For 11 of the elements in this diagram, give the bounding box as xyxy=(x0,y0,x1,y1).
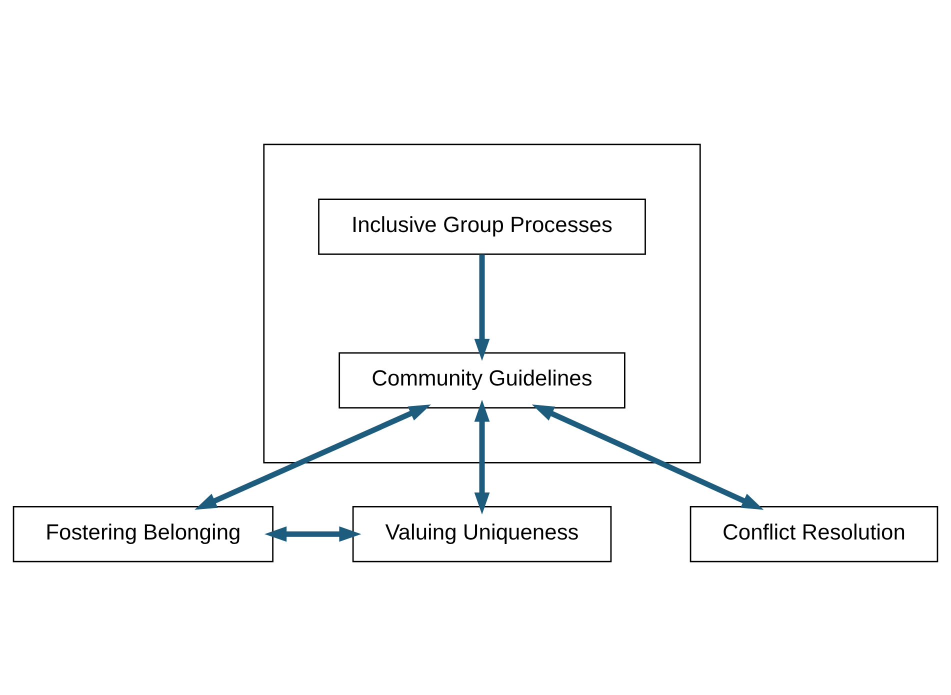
arrow xyxy=(194,404,431,510)
node-box: Inclusive Group Processes xyxy=(318,198,646,255)
node-box: Fostering Belonging xyxy=(12,506,274,562)
arrow xyxy=(264,526,362,542)
cluster xyxy=(263,144,701,464)
arrow xyxy=(532,404,764,510)
node-box: Valuing Uniqueness xyxy=(352,506,612,562)
node-box: Community Guidelines xyxy=(338,352,626,409)
arrow xyxy=(474,254,490,361)
node-box: Conflict Resolution xyxy=(690,506,938,562)
arrow xyxy=(474,400,490,515)
